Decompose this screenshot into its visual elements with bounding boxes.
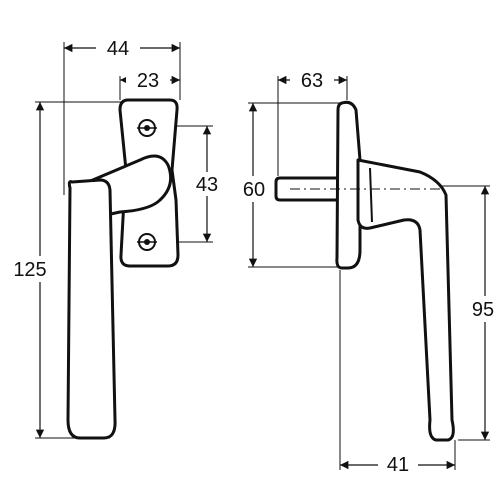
dimension-label: 44 (107, 38, 129, 60)
dimension-label: 95 (472, 299, 494, 321)
dimension-label: 41 (387, 454, 409, 476)
front-view: 44 23 43 125 (6, 36, 224, 440)
side-handle-body (356, 158, 455, 442)
handle-grip-edge (89, 179, 105, 182)
dimension-label: 125 (13, 259, 46, 281)
dimension-label: 63 (301, 70, 323, 92)
bottom-screw-icon (137, 233, 157, 251)
dimension-label: 43 (196, 174, 218, 196)
side-view: 63 60 95 41 (236, 68, 500, 476)
spindle (274, 176, 342, 202)
side-base-plate (335, 100, 362, 270)
handle-grip (66, 178, 117, 440)
top-screw-icon (137, 119, 157, 137)
dimension-label: 60 (243, 179, 265, 201)
dimension-label: 23 (137, 70, 159, 92)
side-handle-edge (369, 167, 373, 223)
